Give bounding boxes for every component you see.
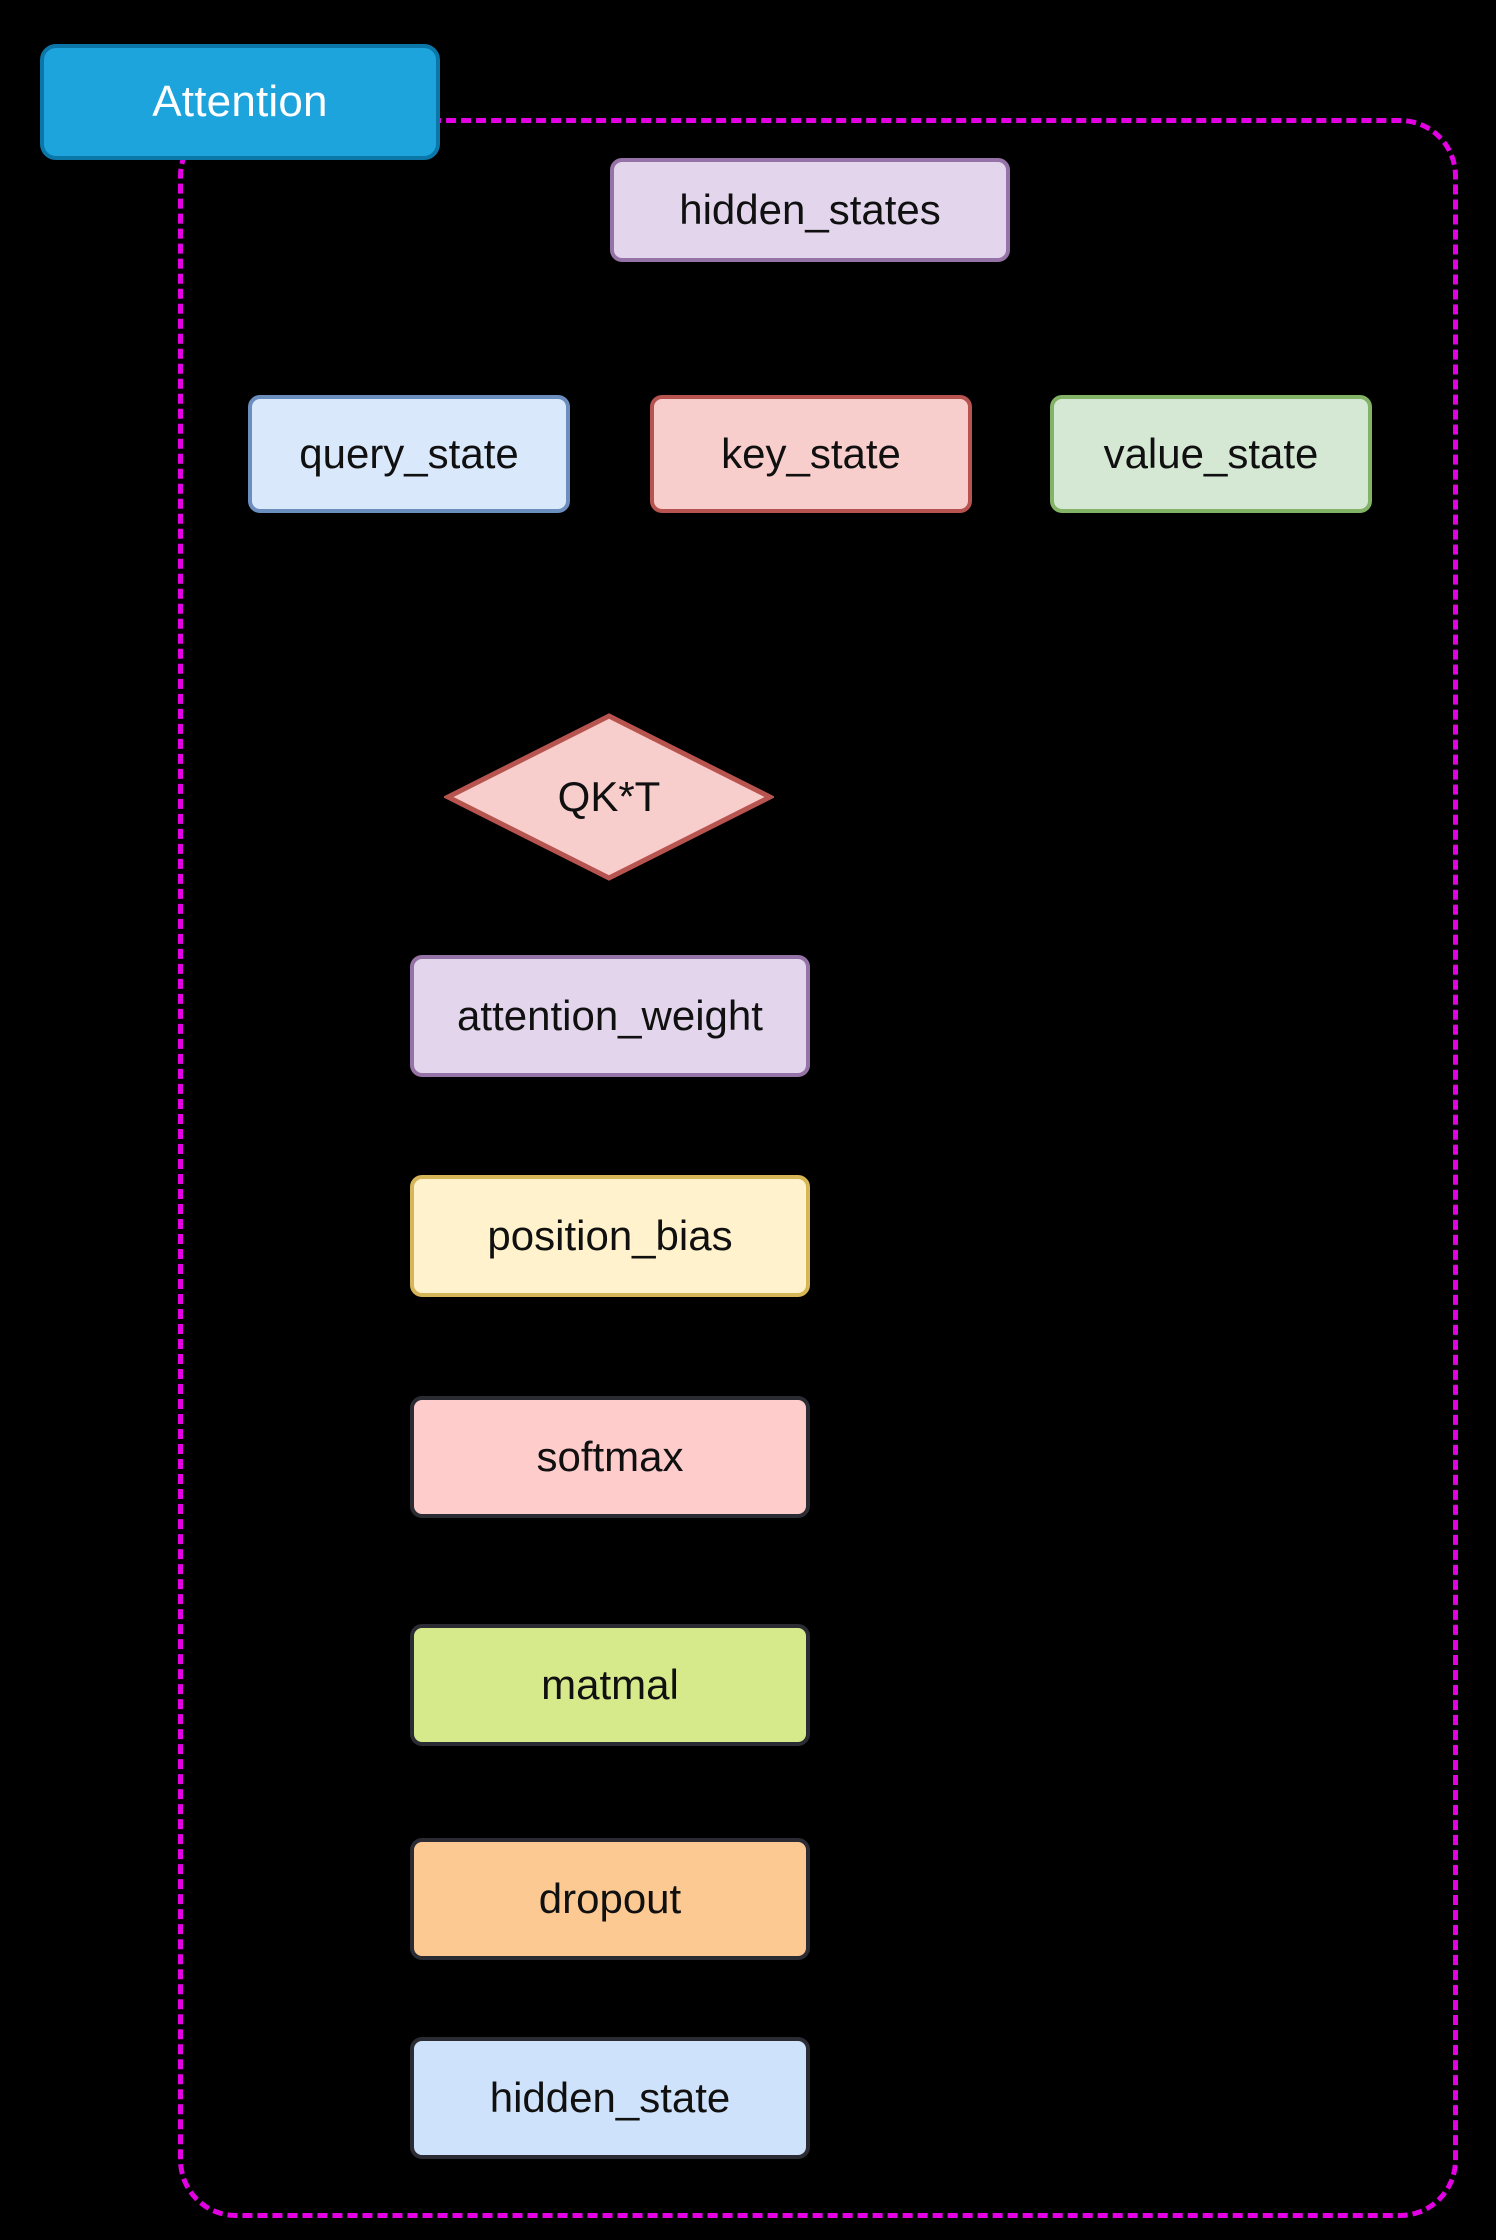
node-label: query_state	[299, 429, 519, 477]
subgraph-title-label: Attention	[152, 77, 328, 126]
subgraph-title-attention[interactable]: Attention	[40, 44, 440, 160]
node-label: hidden_states	[679, 185, 941, 233]
node-label: attention_weight	[457, 991, 763, 1039]
node-query-state[interactable]: query_state	[248, 395, 570, 513]
node-label: dropout	[538, 1874, 682, 1922]
node-hidden-state[interactable]: hidden_state	[410, 2037, 810, 2159]
node-matmal[interactable]: matmal	[410, 1624, 810, 1746]
node-dropout[interactable]: dropout	[410, 1838, 810, 1960]
node-attention-weight[interactable]: attention_weight	[410, 955, 810, 1077]
node-position-bias[interactable]: position_bias	[410, 1175, 810, 1297]
diamond-shape	[444, 713, 774, 881]
attention-subgraph-boundary	[178, 118, 1458, 2218]
node-label: hidden_state	[489, 2073, 731, 2121]
node-label: matmal	[541, 1660, 679, 1708]
node-key-state[interactable]: key_state	[650, 395, 972, 513]
node-hidden-states[interactable]: hidden_states	[610, 158, 1010, 262]
node-label: QK*T	[557, 773, 661, 820]
node-qk-transpose[interactable]: QK*T	[444, 712, 774, 882]
node-label: key_state	[721, 429, 901, 477]
node-label: softmax	[536, 1432, 684, 1480]
node-softmax[interactable]: softmax	[410, 1396, 810, 1518]
node-label: position_bias	[487, 1211, 733, 1259]
node-value-state[interactable]: value_state	[1050, 395, 1372, 513]
node-label: value_state	[1103, 429, 1319, 477]
